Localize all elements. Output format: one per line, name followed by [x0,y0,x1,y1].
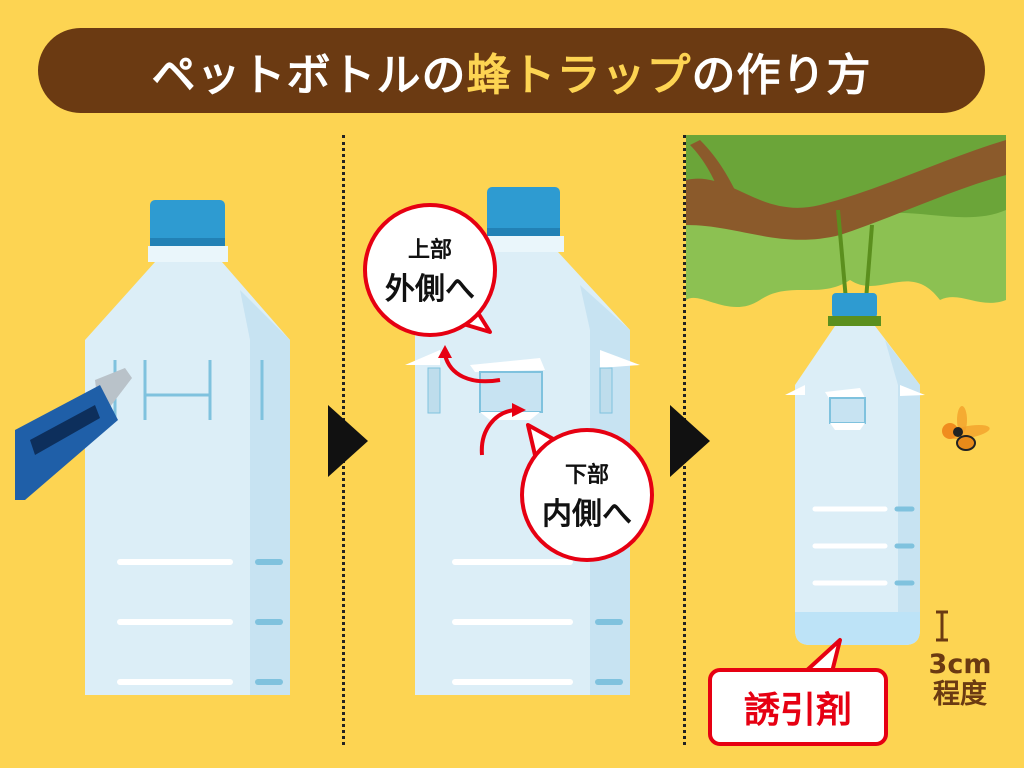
title-part2: の作り方 [691,49,872,101]
bottle-1 [85,200,290,695]
bubble-line1: 上部 [407,238,452,263]
tree-icon [686,135,1006,310]
string [864,224,874,301]
measure-suffix: 程度 [933,679,987,710]
measure-value: 3cm [928,649,992,680]
curved-arrow-icon [438,345,501,384]
cutter-knife-icon [15,368,132,500]
curved-arrow-icon [479,403,526,456]
step-arrow-icon [328,405,368,477]
measure-marker [936,610,948,642]
page-title: ペットボトルの蜂トラップの作り方 [152,39,872,103]
lure-label: 誘引剤 [708,668,888,746]
title-banner: ペットボトルの蜂トラップの作り方 [38,28,985,113]
hornet-icon [942,406,990,451]
title-highlight: 蜂トラップ [466,49,692,101]
title-part1: ペットボトルの [151,49,467,101]
bubble-line2: 外側へ [385,272,475,307]
measure-label: 3cm 程度 [925,650,995,710]
bubble-line2: 内側へ [542,497,632,532]
speech-bubble-top: 上部 外側へ [363,203,497,337]
step-arrow-icon [670,405,710,477]
string [836,209,848,301]
bottle-3 [785,293,925,645]
bubble-line1: 下部 [564,463,609,488]
speech-bubble-bottom: 下部 内側へ [520,428,654,562]
